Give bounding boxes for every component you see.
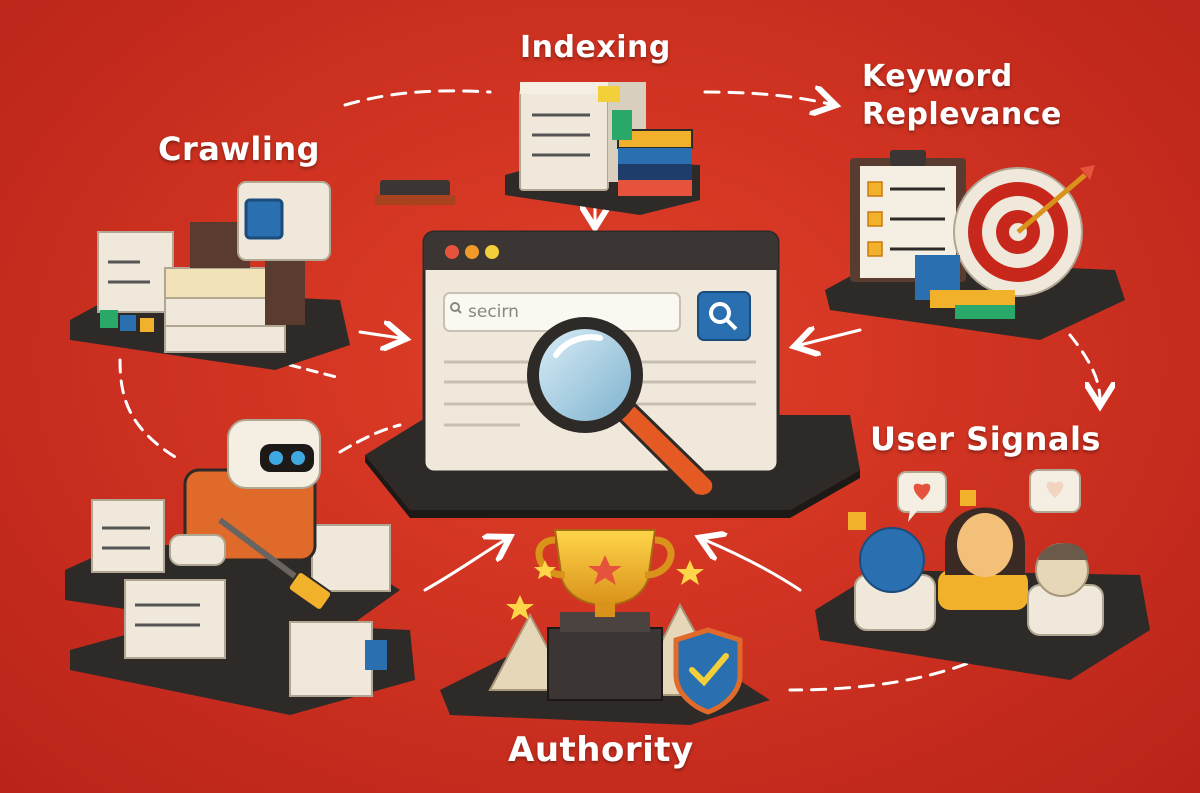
arrow-authority-to-browser — [423, 540, 505, 592]
heart-bubble-icon-2 — [1029, 469, 1081, 513]
checklist-icon — [850, 150, 966, 282]
magnifier-icon — [527, 317, 716, 498]
search-input-text[interactable]: secirn — [468, 302, 519, 322]
arrow-keyword-to-browser — [800, 330, 862, 345]
user-avatar-woman — [938, 507, 1028, 610]
indexing-cluster — [375, 82, 700, 215]
user-signals-cluster — [815, 469, 1150, 680]
arrow-user-to-authority — [788, 628, 1032, 692]
arrow-robot-to-browser — [338, 423, 402, 454]
crawl-bot-monitor — [237, 181, 331, 261]
label-user-signals: User Signals — [870, 420, 1101, 458]
document-stack-icon — [519, 82, 646, 191]
arrow-keyword-to-user — [1068, 333, 1100, 400]
central-browser — [365, 230, 860, 518]
shield-check-icon — [673, 627, 743, 715]
label-keyword-line1: Keyword — [862, 59, 1013, 94]
arrow-crawl-to-index — [343, 89, 492, 107]
authority-cluster — [440, 529, 770, 725]
window-dot-red — [445, 245, 459, 259]
label-keyword-relevance: Keyword Replevance — [862, 58, 1062, 134]
window-dot-orange — [465, 245, 479, 259]
heart-bubble-icon — [897, 471, 947, 522]
user-avatar-grey — [1027, 543, 1104, 636]
crawling-cluster — [70, 181, 350, 370]
arrow-crawl-to-browser — [358, 332, 400, 338]
keyword-cluster — [825, 150, 1125, 340]
flow-arrows — [118, 89, 1100, 692]
label-keyword-line2: Replevance — [862, 97, 1062, 132]
label-authority: Authority — [508, 730, 694, 770]
search-icon — [709, 302, 738, 331]
colored-blocks — [612, 110, 693, 196]
trophy-icon — [535, 529, 675, 617]
arrow-user-to-browser — [705, 540, 802, 592]
arrow-index-to-keyword — [703, 92, 830, 104]
search-button — [697, 291, 751, 341]
arrow-robot-to-crawl — [118, 358, 182, 462]
target-icon — [953, 165, 1095, 297]
window-dot-yellow — [485, 245, 499, 259]
label-indexing: Indexing — [520, 30, 671, 65]
user-avatar-blue — [854, 527, 936, 631]
search-field-icon — [450, 302, 462, 314]
robot-cluster — [65, 419, 415, 715]
robot-icon — [169, 419, 333, 611]
label-crawling: Crawling — [158, 130, 321, 168]
